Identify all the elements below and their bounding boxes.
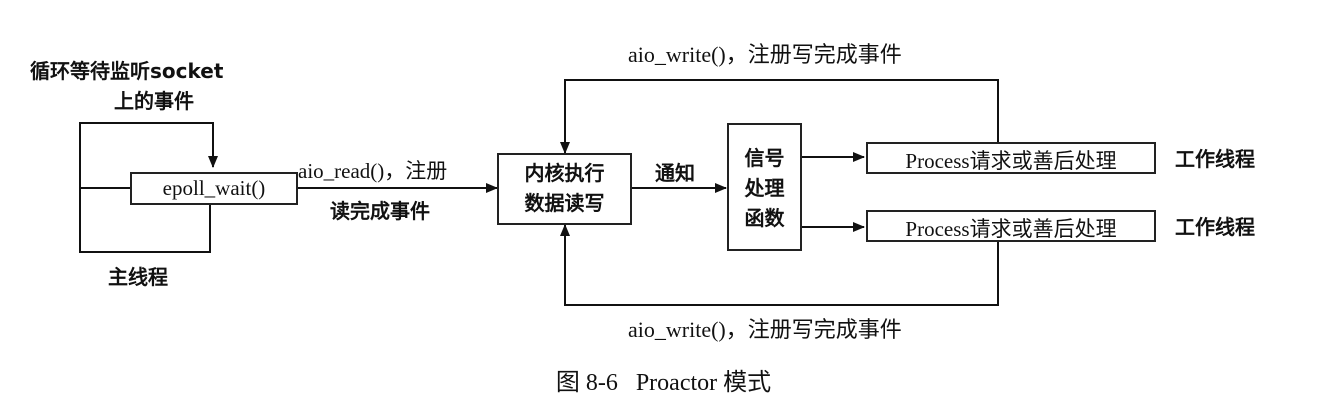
signal-line2: 处理 [744,176,785,200]
signal-handler-box: 信号 处理 函数 [727,123,802,251]
figure-caption: 图 8-6 Proactor 模式 [555,370,772,396]
worker-thread-label-2: 工作线程 [1175,215,1255,239]
register-write-bottom: aio_write()，注册写完成事件 [628,317,902,342]
register-read-line1: aio_read()，注册 [298,158,447,184]
register-read-line2: 读完成事件 [330,199,430,223]
kernel-line2: 数据读写 [524,191,605,215]
notify-label: 通知 [655,161,695,185]
main-thread-label: 主线程 [108,265,168,289]
register-read-text: aio_read()，注册 [298,159,448,183]
epoll-wait-label: epoll_wait() [162,176,266,200]
main-thread-loop-top [79,122,218,188]
write-loop-bottom [560,224,999,306]
process-label-2: Process请求或善后处理 [905,217,1117,241]
signal-line3: 函数 [744,206,785,230]
main-thread-loop [79,187,211,253]
kernel-line1: 内核执行 [524,161,605,185]
wait-label-line2: 上的事件 [114,89,194,113]
write-loop-top [560,79,999,154]
kernel-box: 内核执行 数据读写 [497,153,632,225]
wait-label-line1: 循环等待监听socket [30,59,224,83]
epoll-wait-box: epoll_wait() [130,172,298,205]
worker-thread-label-1: 工作线程 [1175,147,1255,171]
signal-line1: 信号 [744,146,785,170]
register-write-top: aio_write()，注册写完成事件 [628,42,902,67]
process-label-1: Process请求或善后处理 [905,149,1117,173]
process-box-2: Process请求或善后处理 [866,210,1156,242]
process-box-1: Process请求或善后处理 [866,142,1156,174]
